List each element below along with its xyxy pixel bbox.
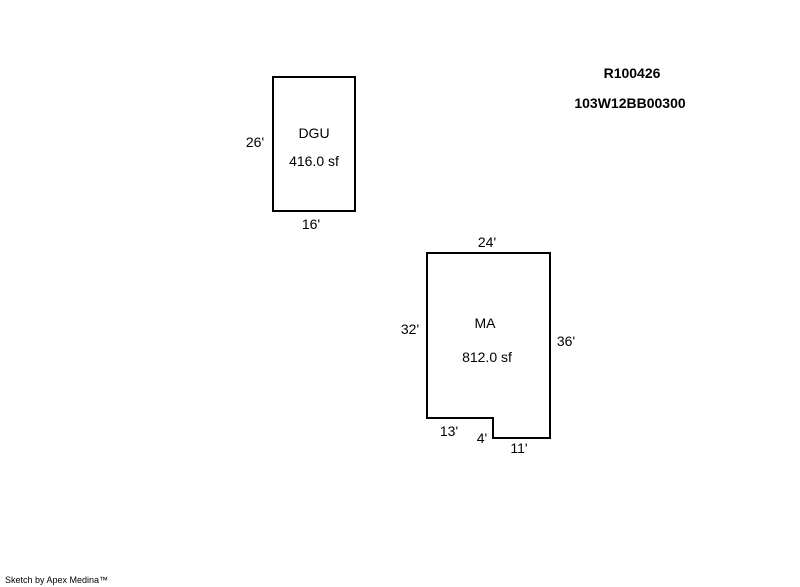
ma-dimension-top: 24'	[478, 234, 496, 250]
map-number: 103W12BB00300	[574, 95, 686, 111]
ma-dimension-notch: 4'	[477, 430, 487, 446]
ma-code-label: MA	[475, 315, 497, 331]
dgu-outline	[272, 76, 356, 212]
ma-dimension-bottom-right: 11'	[510, 440, 527, 456]
ma-dimension-right: 36'	[557, 333, 575, 349]
dgu-area-label: 416.0 sf	[289, 153, 339, 169]
area-dgu: DGU 416.0 sf 26' 16'	[246, 76, 356, 232]
ma-dimension-left: 32'	[401, 321, 419, 337]
ma-area-label: 812.0 sf	[462, 349, 512, 365]
dgu-code-label: DGU	[298, 125, 329, 141]
parcel-id: R100426	[604, 65, 661, 81]
dgu-dimension-left: 26'	[246, 134, 264, 150]
ma-dimension-bottom-left: 13'	[440, 423, 458, 439]
footer-credit: Sketch by Apex Medina™	[5, 575, 108, 585]
area-ma: MA 812.0 sf 24' 32' 36' 13' 4' 11'	[401, 234, 575, 456]
dgu-dimension-bottom: 16'	[302, 216, 320, 232]
ma-outline	[426, 252, 551, 439]
